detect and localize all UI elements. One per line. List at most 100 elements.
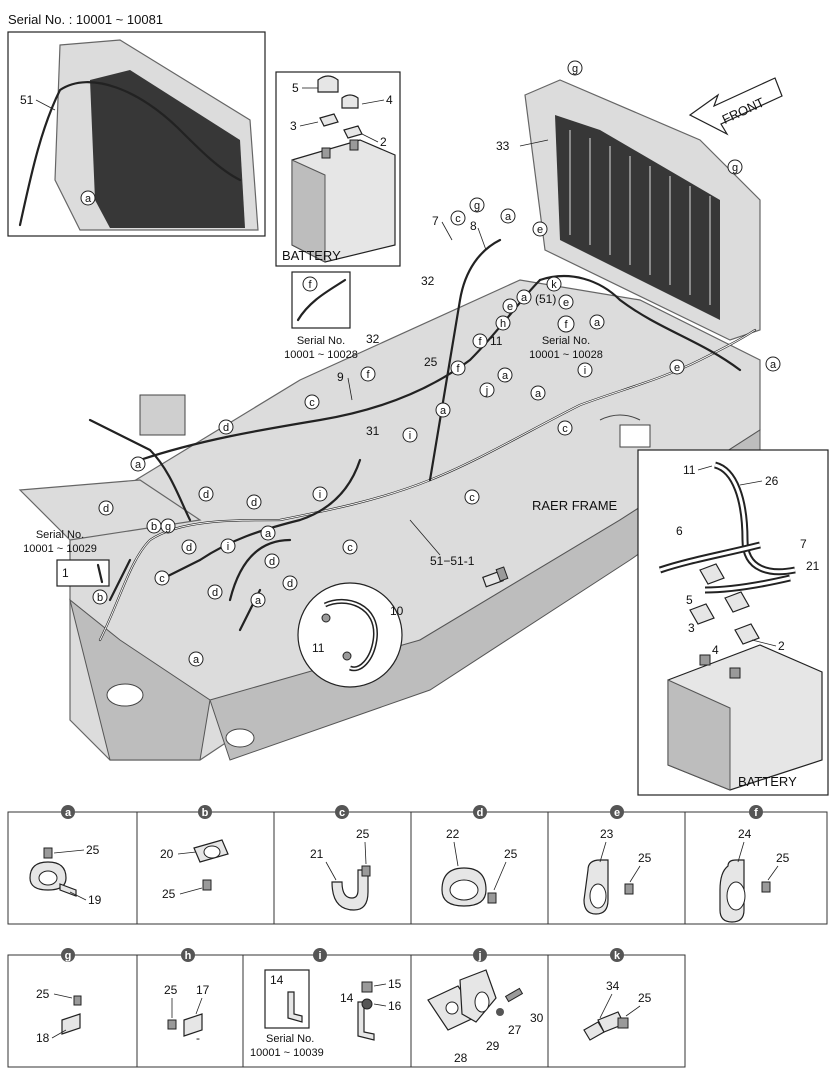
bolt-icon	[617, 1017, 629, 1029]
svg-text:25: 25	[164, 983, 178, 997]
svg-text:a: a	[535, 388, 542, 400]
svg-text:15: 15	[388, 977, 402, 991]
svg-text:i: i	[584, 365, 586, 377]
svg-text:a: a	[193, 654, 200, 666]
callout-2-top: 2	[380, 135, 387, 149]
svg-text:j: j	[477, 950, 481, 962]
svg-text:a: a	[594, 317, 601, 329]
main-callouts: 7 8 11 32 32 25 9 31 33 (51)	[337, 139, 556, 438]
serial-i-range: 10001 ~ 10039	[250, 1047, 324, 1059]
svg-text:k: k	[551, 279, 557, 291]
svg-text:j: j	[485, 385, 488, 397]
svg-text:f: f	[366, 369, 370, 381]
svg-text:32: 32	[421, 274, 435, 288]
svg-text:25: 25	[638, 851, 652, 865]
svg-text:25: 25	[356, 827, 370, 841]
detail-b-clamp: 20 25	[160, 839, 229, 901]
bolt-icon	[624, 883, 634, 895]
svg-text:6: 6	[676, 524, 683, 538]
svg-text:4: 4	[712, 643, 719, 657]
bolt-icon	[43, 847, 53, 859]
bolt-icon	[202, 879, 212, 891]
detail-a-clamp: 25 19	[29, 843, 102, 907]
svg-text:25: 25	[424, 355, 438, 369]
svg-text:1: 1	[62, 566, 69, 580]
svg-text:29: 29	[486, 1039, 500, 1053]
detail-row-1	[7, 811, 828, 925]
svg-text:19: 19	[88, 893, 102, 907]
svg-text:20: 20	[160, 847, 174, 861]
svg-text:3: 3	[688, 621, 695, 635]
battery-cable-right	[658, 461, 796, 645]
detail-k-bracket: 34 25	[583, 979, 652, 1041]
svg-text:14: 14	[270, 973, 284, 987]
svg-text:18: 18	[36, 1031, 50, 1045]
svg-text:23: 23	[600, 827, 614, 841]
svg-text:f: f	[456, 363, 460, 375]
callout-5-top: 5	[292, 81, 299, 95]
detail-g-clamp: 25 18	[36, 987, 82, 1045]
svg-text:g: g	[732, 162, 738, 174]
svg-text:25: 25	[86, 843, 100, 857]
svg-text:g: g	[65, 950, 72, 962]
serial-f-left-range: 10001 ~ 10028	[284, 349, 358, 361]
svg-text:c: c	[159, 573, 165, 585]
inset-serial-f-left	[291, 271, 351, 329]
svg-text:c: c	[309, 397, 315, 409]
clamp-marker-a-inset: a	[85, 193, 92, 205]
callout-51-inset: 51	[20, 93, 34, 107]
svg-text:d: d	[269, 556, 275, 568]
svg-text:i: i	[319, 489, 321, 501]
bolt-icon	[761, 881, 771, 893]
svg-text:b: b	[202, 807, 209, 819]
svg-text:c: c	[455, 213, 461, 225]
svg-text:17: 17	[196, 983, 210, 997]
svg-text:e: e	[674, 362, 680, 374]
svg-text:27: 27	[508, 1023, 522, 1037]
svg-text:34: 34	[606, 979, 620, 993]
battery-icon	[291, 75, 396, 263]
svg-text:e: e	[563, 297, 569, 309]
clamp-markers: g g c g a e k a e e a h f e a i a j a f …	[92, 60, 781, 667]
battery-label-top: BATTERY	[282, 248, 341, 263]
svg-text:f: f	[564, 319, 568, 331]
bolt-icon	[73, 995, 82, 1006]
svg-text:2: 2	[778, 639, 785, 653]
svg-text:8: 8	[470, 219, 477, 233]
connector-icon	[482, 566, 509, 588]
detail-i-bracket: 14 15 16 14 Serial No. 10001 ~ 10039	[250, 969, 402, 1059]
svg-text:11: 11	[312, 641, 325, 655]
svg-text:d: d	[203, 489, 209, 501]
svg-text:d: d	[251, 497, 257, 509]
inset-hood-drawing	[18, 39, 259, 231]
serial-i: Serial No.	[266, 1033, 314, 1045]
svg-text:31: 31	[366, 424, 380, 438]
detail-e-clamp: 23 25	[583, 827, 652, 915]
svg-text:a: a	[505, 211, 512, 223]
svg-text:26: 26	[765, 474, 779, 488]
callout-4-top: 4	[386, 93, 393, 107]
svg-text:11: 11	[490, 334, 503, 348]
svg-text:21: 21	[806, 559, 820, 573]
svg-text:a: a	[135, 459, 142, 471]
svg-text:f: f	[754, 807, 758, 819]
svg-text:25: 25	[162, 887, 176, 901]
svg-text:16: 16	[388, 999, 402, 1013]
svg-text:7: 7	[432, 214, 439, 228]
serial-f-right-range: 10001 ~ 10028	[529, 349, 603, 361]
svg-text:a: a	[440, 405, 447, 417]
detail-d-clamp: 22 25	[441, 827, 518, 907]
svg-text:g: g	[474, 200, 480, 212]
svg-text:a: a	[521, 292, 528, 304]
frame-label: RAER FRAME	[532, 498, 618, 513]
battery-icon	[667, 644, 823, 791]
serial-f-right: Serial No.	[542, 335, 590, 347]
bolt-icon	[361, 865, 371, 877]
svg-text:i: i	[227, 541, 229, 553]
svg-text:c: c	[469, 492, 475, 504]
svg-text:7: 7	[800, 537, 807, 551]
svg-text:c: c	[339, 807, 345, 819]
svg-text:a: a	[255, 595, 262, 607]
svg-text:9: 9	[337, 370, 344, 384]
svg-text:30: 30	[530, 1011, 544, 1025]
